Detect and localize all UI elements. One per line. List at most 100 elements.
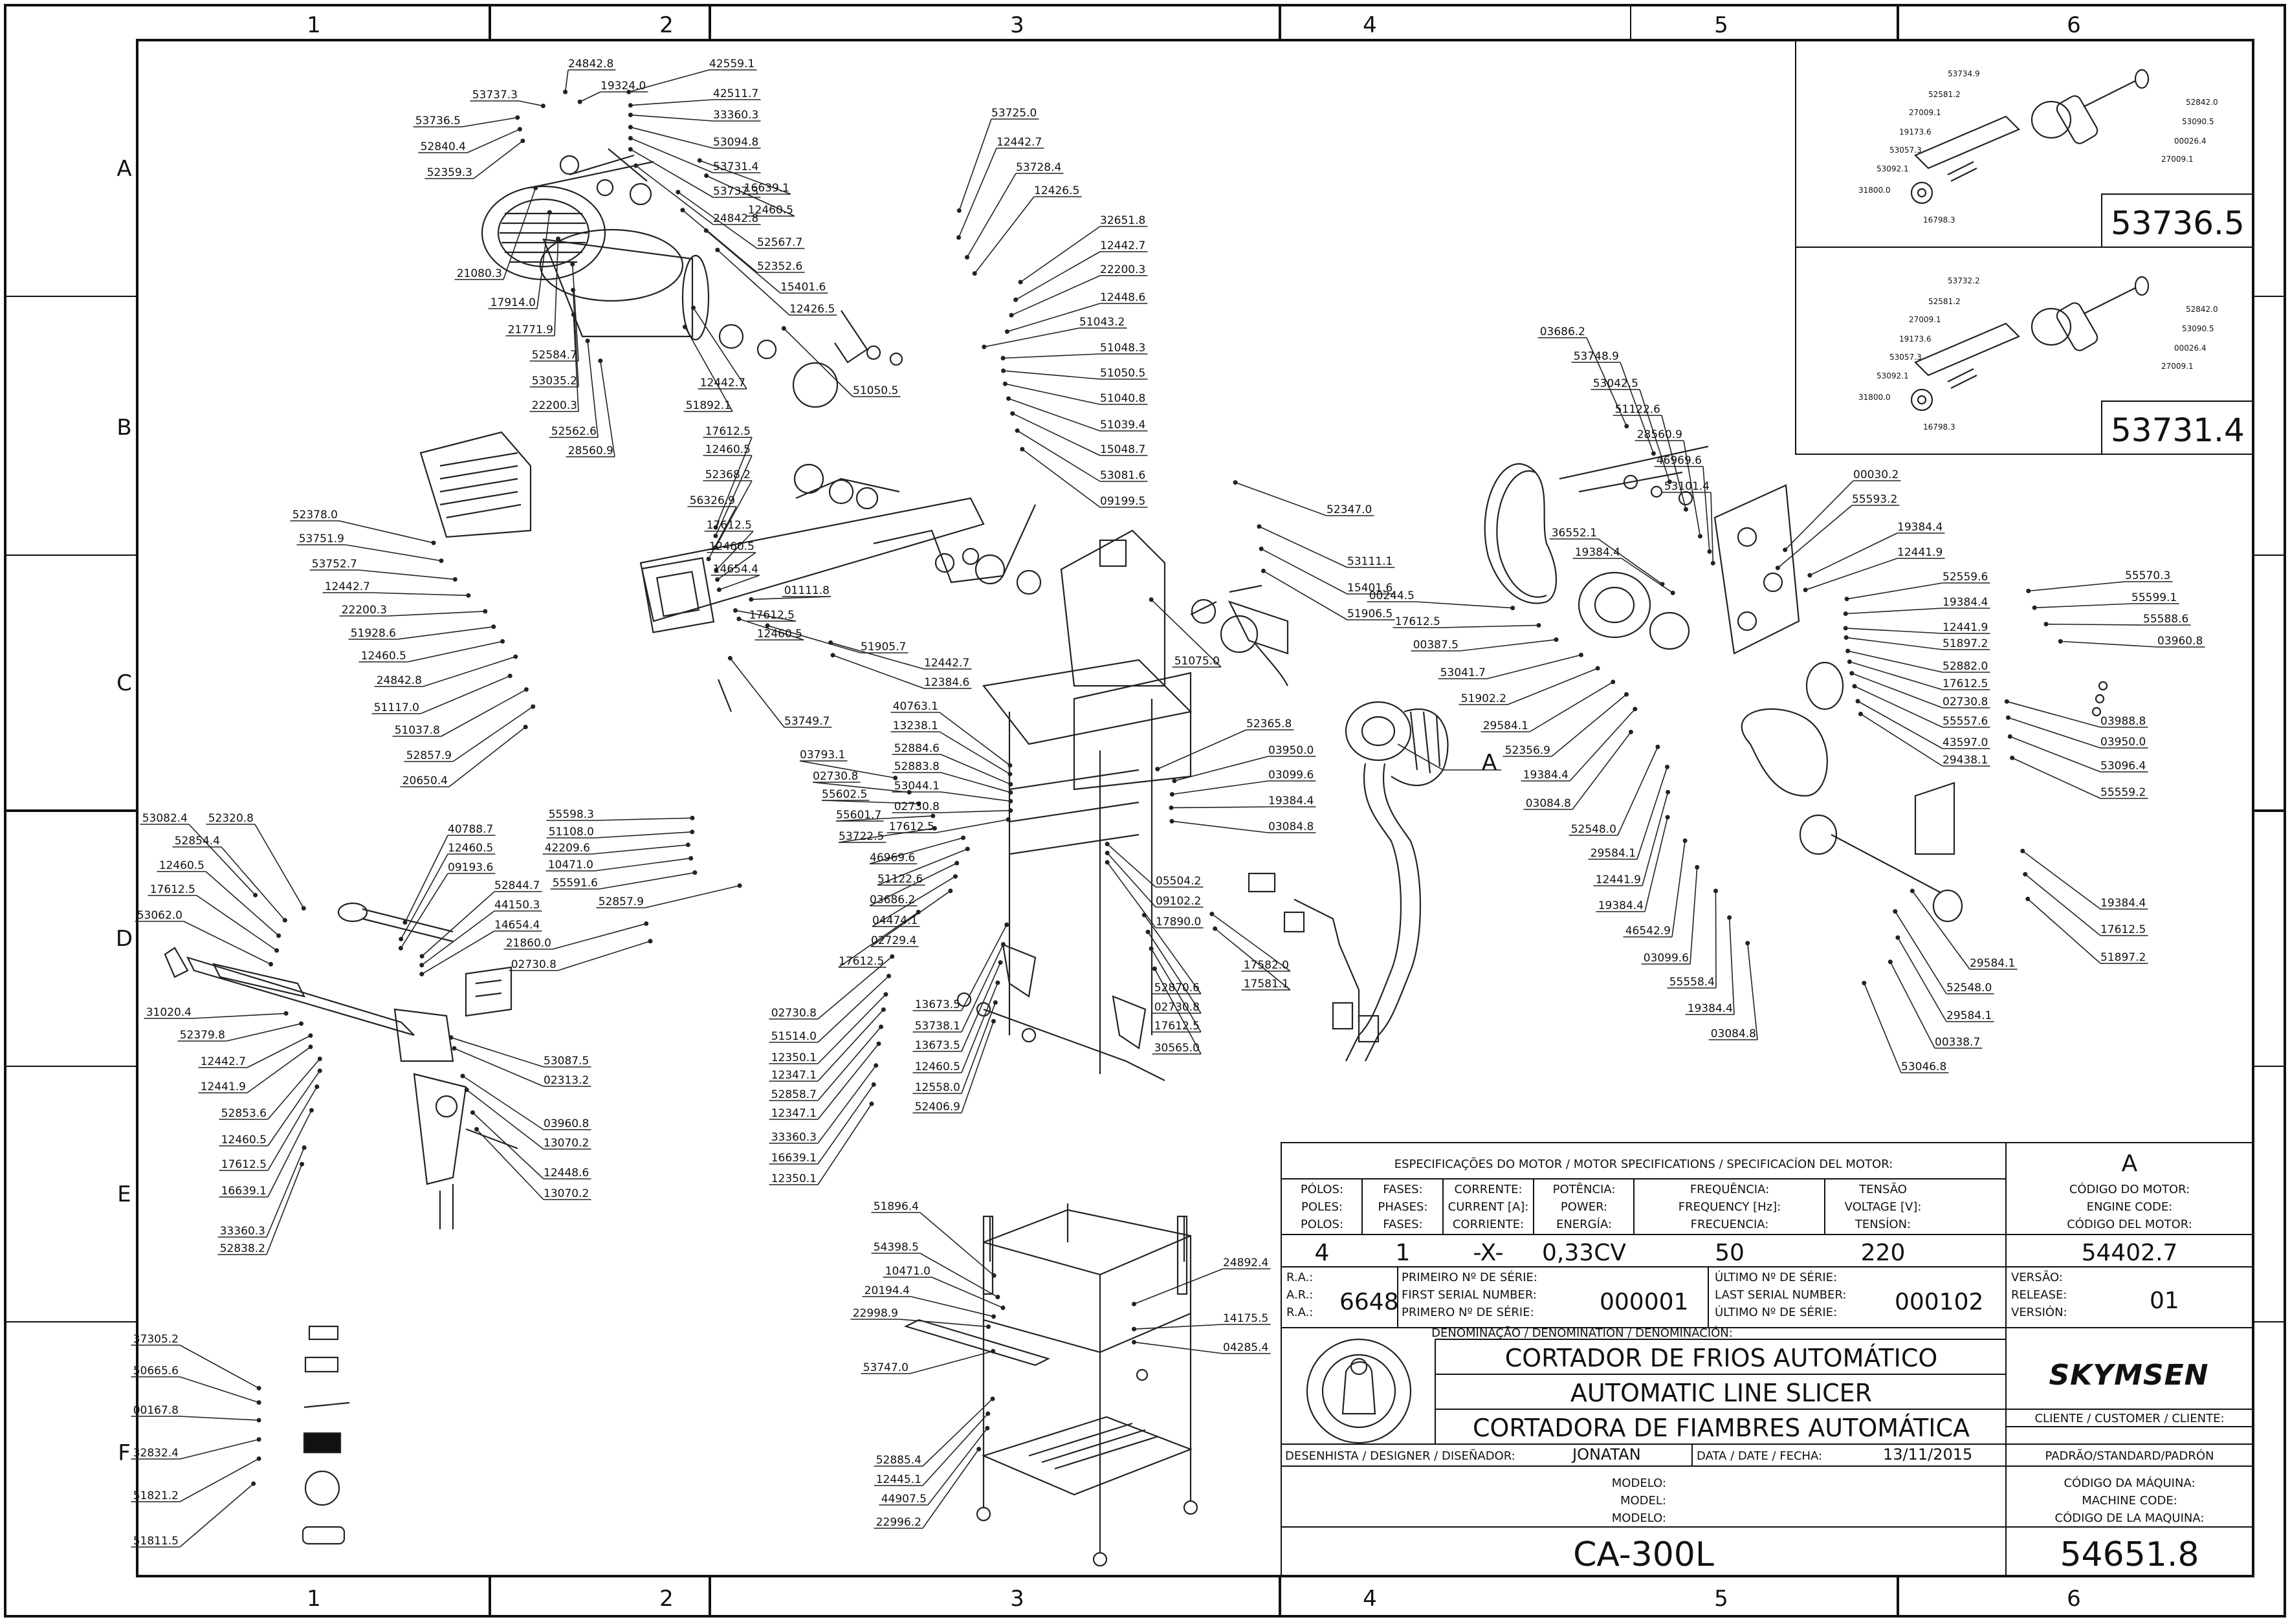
part-label: 53081.6	[1100, 469, 1145, 482]
part-label: 13070.2	[544, 1137, 589, 1150]
last-serial-label-2: LAST SERIAL NUMBER:	[1715, 1288, 1846, 1302]
leader-line	[599, 872, 695, 890]
leader-line	[1690, 867, 1698, 965]
leader-line	[799, 760, 896, 779]
part-label: 42511.7	[713, 87, 758, 100]
leader-line	[1860, 713, 1943, 767]
part-label: 20194.4	[864, 1284, 910, 1297]
part-label: 46969.6	[870, 851, 915, 864]
part-label: 37305.2	[133, 1333, 179, 1346]
part-label: 12347.1	[771, 1107, 817, 1120]
leader-dot	[965, 846, 970, 851]
leader-dot	[1149, 946, 1154, 951]
part-label: 46969.6	[1657, 454, 1702, 467]
leader-dot	[697, 158, 702, 163]
part-label: 00167.8	[133, 1404, 179, 1417]
leader-line	[1746, 943, 1758, 1040]
part-label: 42559.1	[709, 58, 754, 71]
part-label: 12460.5	[709, 540, 754, 553]
leader-line	[1911, 890, 1970, 970]
leader-line	[183, 921, 271, 965]
leader-dot	[571, 287, 576, 292]
leader-dot	[507, 674, 512, 679]
part-label: 24842.8	[713, 212, 758, 225]
leader-line	[817, 1065, 877, 1144]
leader-dot	[1707, 549, 1712, 554]
part-label: 12442.7	[201, 1055, 246, 1068]
part-label: 12448.6	[544, 1167, 589, 1180]
part-label: 12350.1	[771, 1172, 817, 1185]
leader-line	[2008, 717, 2101, 749]
leader-line	[573, 314, 579, 412]
part-label: 12442.7	[1100, 239, 1145, 252]
part-label: 51039.4	[1100, 419, 1145, 432]
part-label: 03099.6	[1644, 952, 1689, 965]
leader-line	[267, 1110, 313, 1198]
part-label: 53046.8	[1901, 1060, 1946, 1073]
leader-dot	[1843, 626, 1848, 631]
leader-line	[196, 895, 278, 951]
part-label: 13070.2	[544, 1187, 589, 1200]
central-column-assembly	[956, 529, 1289, 1081]
leader-line	[1151, 948, 1202, 1033]
leader-dot	[1666, 789, 1671, 795]
leader-line	[1106, 843, 1156, 888]
spec-label: POLES:	[1301, 1200, 1343, 1214]
leader-line	[2012, 757, 2101, 799]
leader-dot	[956, 208, 962, 214]
part-label: 53751.9	[299, 532, 344, 545]
leader-line	[1551, 694, 1627, 757]
leader-line	[407, 641, 503, 663]
leader-dot	[985, 1411, 991, 1416]
spec-label: FRECUENCIA:	[1691, 1218, 1769, 1231]
part-label: 44907.5	[881, 1493, 927, 1506]
part-label: 53096.4	[2100, 760, 2146, 773]
leader-line	[1864, 983, 1902, 1073]
part-label: 51892.1	[686, 399, 731, 412]
belt-and-pulley-assembly	[1484, 445, 2108, 923]
part-label: 12441.9	[1596, 873, 1641, 886]
inset-part-label: 52842.0	[2186, 98, 2218, 107]
part-label: 51048.3	[1100, 342, 1145, 355]
leader-dot	[585, 338, 590, 344]
leader-dot	[628, 147, 633, 152]
leader-line	[1263, 570, 1348, 620]
part-label: 51108.0	[549, 826, 594, 839]
designer-label: DESENHISTA / DESIGNER / DISEÑADOR:	[1285, 1449, 1515, 1463]
part-label: 17612.5	[221, 1158, 267, 1171]
leader-line	[699, 160, 791, 195]
part-label: 53101.4	[1664, 480, 1710, 493]
leader-dot	[1155, 767, 1160, 772]
inset-part-label: 53090.5	[2182, 117, 2214, 126]
leader-line	[635, 165, 714, 225]
leader-dot	[474, 1126, 479, 1132]
leader-dot	[1682, 838, 1688, 843]
title-block: ESPECIFICAÇÕES DO MOTOR / MOTOR SPECIFIC…	[1281, 1142, 2254, 1577]
leader-line	[705, 230, 781, 294]
leader-line	[958, 118, 992, 211]
leader-dot	[690, 305, 696, 311]
part-label: 51075.0	[1174, 655, 1220, 668]
part-label: 12384.6	[924, 676, 969, 689]
part-label: 51043.2	[1079, 316, 1125, 329]
part-label: 02729.4	[871, 934, 916, 947]
leader-line	[961, 944, 1004, 1033]
part-label: 12441.9	[201, 1081, 246, 1093]
leader-line	[630, 149, 714, 198]
leader-dot	[570, 261, 575, 267]
zone-column-bottom-1: 1	[307, 1586, 321, 1612]
motor-spec-columns: PÓLOS:POLES:POLOS:4FASES:PHASES:FASES:1C…	[1301, 1182, 2192, 1266]
leader-dot	[956, 235, 962, 240]
model-label-1: MODELO:	[1612, 1476, 1666, 1490]
leader-dot	[1633, 707, 1638, 712]
leader-line	[735, 609, 797, 622]
leader-dot	[930, 813, 936, 818]
leader-line	[226, 1023, 302, 1042]
leader-dot	[533, 185, 538, 190]
leader-line	[817, 975, 890, 1043]
part-label: 21080.3	[457, 267, 502, 280]
part-label: 52870.6	[1154, 982, 1200, 994]
leader-line	[2022, 850, 2101, 910]
spec-value: 50	[1715, 1240, 1745, 1266]
leader-dot	[1624, 692, 1629, 697]
